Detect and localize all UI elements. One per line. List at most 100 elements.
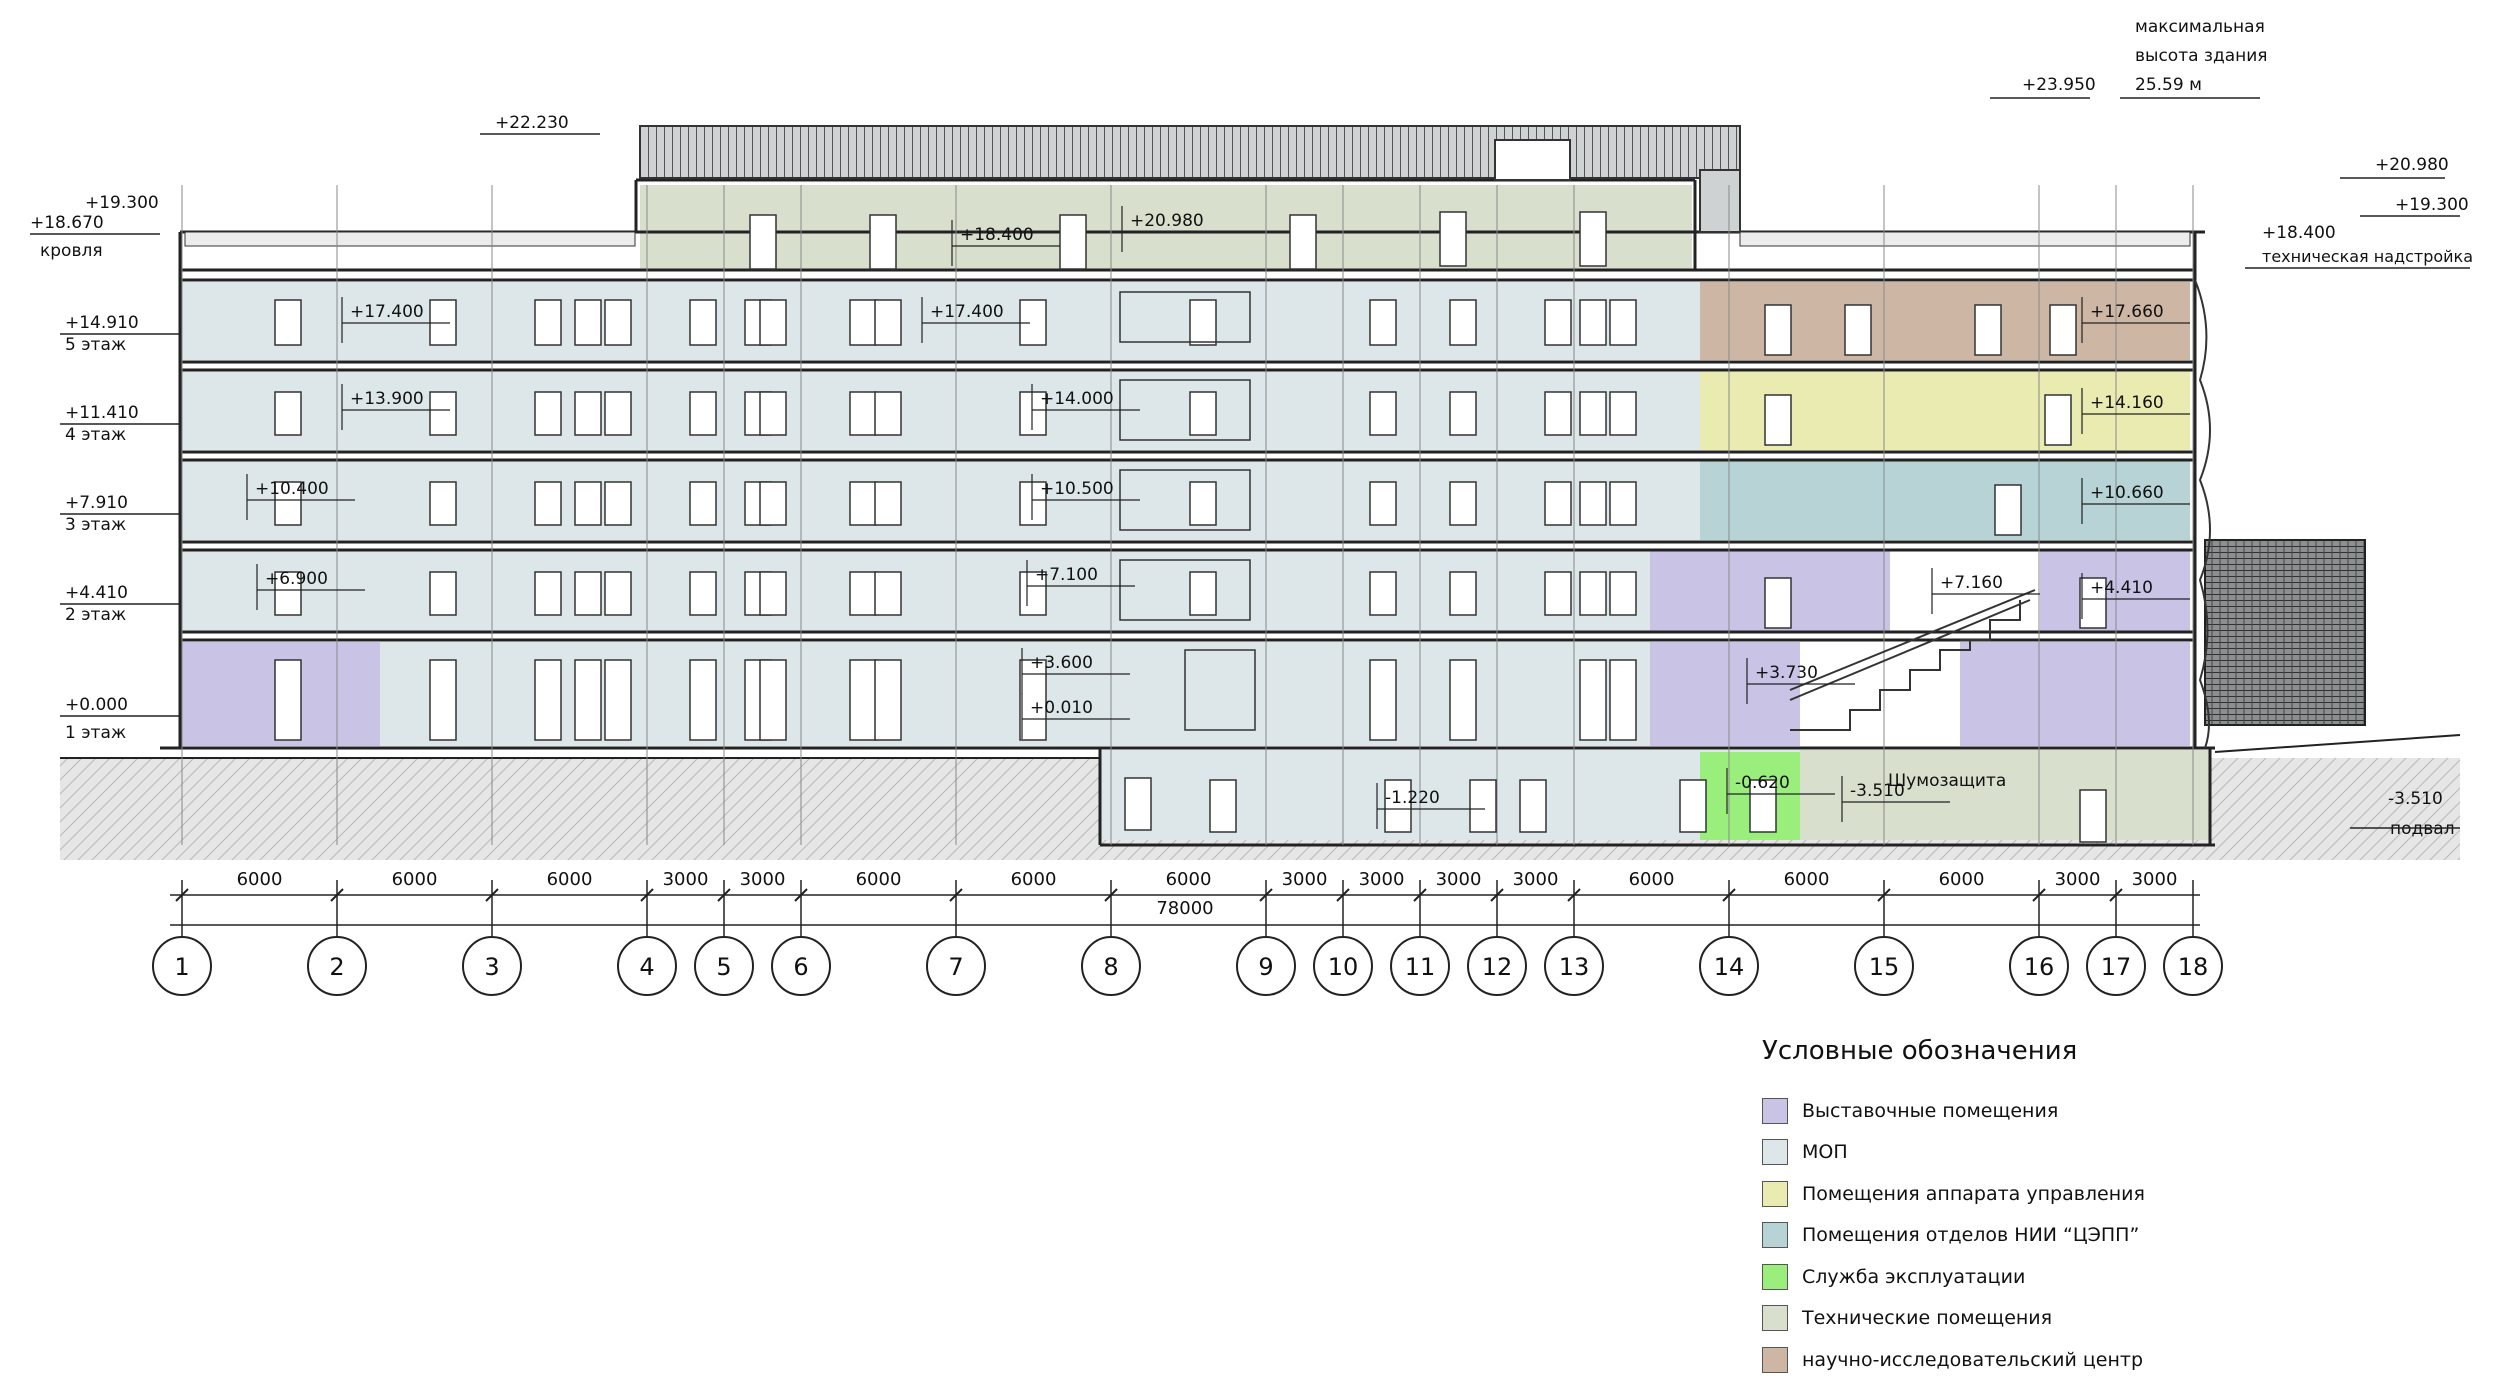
legend-label: Помещения отделов НИИ “ЦЭПП”	[1802, 1224, 2140, 1247]
axis-circle	[1236, 936, 1296, 996]
opening	[1764, 304, 1792, 356]
legend-swatch	[1762, 1222, 1788, 1249]
section-mark: -3.510	[1850, 781, 1905, 801]
axis-label: 10	[1328, 953, 1359, 981]
axis-label: 6	[793, 953, 808, 981]
f3-mark: +7.910	[65, 493, 128, 513]
opening	[849, 391, 877, 436]
f1-name: 1 этаж	[65, 723, 126, 743]
openings	[274, 211, 2107, 843]
basement-door	[1124, 777, 1152, 831]
section-mark: +3.730	[1755, 663, 1818, 683]
legend-swatch	[1762, 1139, 1788, 1166]
legend-item: Выставочные помещения	[1762, 1090, 2282, 1132]
tech-door	[1289, 214, 1317, 270]
opening	[1019, 659, 1047, 741]
opening	[849, 571, 877, 616]
axis-label: 2	[329, 953, 344, 981]
axis-label: 8	[1103, 953, 1118, 981]
axis-circle	[1544, 936, 1604, 996]
section-mark: -0.620	[1735, 773, 1790, 793]
opening	[1579, 659, 1607, 741]
section-mark: +17.400	[350, 302, 424, 322]
span-label: 6000	[392, 869, 438, 890]
axis-label: 14	[1714, 953, 1745, 981]
legend-item: Помещения аппарата управления	[1762, 1173, 2282, 1215]
axis-circle	[1699, 936, 1759, 996]
legend-swatch	[1762, 1263, 1788, 1290]
opening	[1544, 571, 1572, 616]
basement-door	[1209, 779, 1237, 833]
tech-superstructure-fill	[640, 185, 1692, 269]
roof-mark: +18.670	[30, 213, 104, 233]
basement-door	[1469, 779, 1497, 833]
opening	[534, 481, 562, 526]
legend-label: Помещения аппарата управления	[1802, 1182, 2145, 1205]
span-label: 3000	[1282, 869, 1328, 890]
tech-add-name: техническая надстройка	[2262, 247, 2473, 266]
axis-circle	[2163, 936, 2223, 996]
opening	[2049, 304, 2077, 356]
axis-circle	[926, 936, 986, 996]
axis-label: 12	[1482, 953, 1513, 981]
opening	[429, 571, 457, 616]
axis-circle	[1313, 936, 1373, 996]
axis-label: 1	[174, 953, 189, 981]
opening	[759, 391, 787, 436]
span-label: 3000	[2132, 869, 2178, 890]
right-level-marks: +20.980 +19.300 +18.400 техническая надс…	[2245, 155, 2473, 839]
opening	[1019, 481, 1047, 526]
f4-name: 4 этаж	[65, 425, 126, 445]
axis-circle	[2009, 936, 2069, 996]
opening	[1764, 394, 1792, 446]
axis-circle	[771, 936, 831, 996]
opening	[1609, 299, 1637, 346]
legend-item: МОП	[1762, 1132, 2282, 1174]
legend-item: научно-исследовательский центр	[1762, 1339, 2282, 1381]
opening	[429, 659, 457, 741]
section-mark: +14.000	[1040, 389, 1114, 409]
basement-door	[1519, 779, 1547, 833]
max-note-3: 25.59 м	[2135, 75, 2202, 95]
section-mark: +17.660	[2090, 302, 2164, 322]
opening	[759, 299, 787, 346]
total-span: 78000	[1156, 898, 1213, 919]
noise-protection-fill	[1800, 750, 2210, 840]
span-label: 3000	[2055, 869, 2101, 890]
opening	[1609, 391, 1637, 436]
opening	[604, 481, 632, 526]
opening	[429, 481, 457, 526]
opening	[274, 571, 302, 616]
legend-swatch	[1762, 1180, 1788, 1207]
opening	[1544, 391, 1572, 436]
tech-door	[1579, 211, 1607, 267]
basement-door	[1384, 779, 1412, 833]
opening	[1369, 391, 1397, 436]
opening	[689, 659, 717, 741]
opening	[1019, 391, 1047, 436]
opening	[1544, 481, 1572, 526]
axis-circle	[2086, 936, 2146, 996]
opening	[534, 299, 562, 346]
legend: Условные обозначения Выставочные помещен…	[1762, 1036, 2282, 1381]
opening	[759, 481, 787, 526]
section-mark: +17.400	[930, 302, 1004, 322]
axis-label: 5	[716, 953, 731, 981]
span-label: 6000	[1166, 869, 1212, 890]
f1-mark: +0.000	[65, 695, 128, 715]
legend-label: МОП	[1802, 1141, 1848, 1164]
f2-mark: +4.410	[65, 583, 128, 603]
legend-label: Служба эксплуатации	[1802, 1265, 2026, 1288]
basement-mark: -3.510	[2388, 789, 2443, 809]
tech-add-mark: +18.400	[2262, 223, 2336, 243]
opening	[759, 659, 787, 741]
opening	[874, 481, 902, 526]
roof-equipment	[184, 125, 2191, 247]
opening	[274, 481, 302, 526]
legend-label: Выставочные помещения	[1802, 1099, 2059, 1122]
tech-door	[1439, 211, 1467, 267]
opening	[534, 571, 562, 616]
span-label: 6000	[1784, 869, 1830, 890]
